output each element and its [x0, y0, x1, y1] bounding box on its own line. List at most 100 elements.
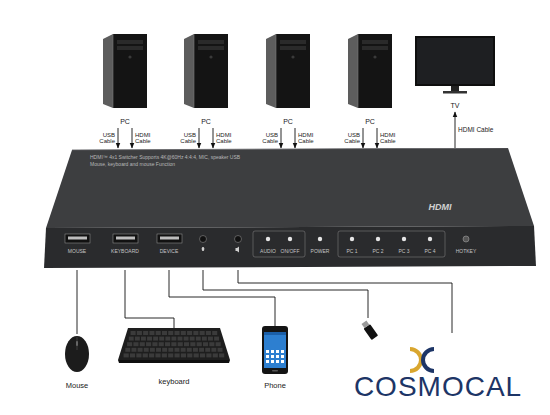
speaker-symbol	[236, 247, 240, 253]
key	[181, 331, 186, 335]
tv-screen	[417, 38, 493, 84]
key	[165, 342, 170, 346]
drive-bay	[280, 46, 306, 50]
push-button	[350, 237, 354, 241]
key	[214, 337, 219, 341]
button-label: PC 3	[398, 249, 409, 255]
key	[202, 337, 207, 341]
key	[171, 337, 176, 341]
device-name: TV	[451, 102, 460, 110]
cable-label: USB Cable	[175, 132, 196, 145]
device-name: PC	[283, 118, 293, 126]
hotkey-button	[463, 236, 469, 242]
switch-top-edge	[72, 148, 508, 150]
key	[200, 353, 205, 357]
key	[135, 337, 140, 341]
key	[218, 348, 223, 352]
button-label: ON/OFF	[281, 249, 300, 255]
audio-wire	[238, 270, 452, 333]
tv-neck	[451, 86, 459, 91]
status-bar	[264, 332, 286, 335]
button-label: PC 4	[424, 249, 435, 255]
device-name: PC	[365, 118, 375, 126]
key	[181, 353, 186, 357]
key	[187, 348, 192, 352]
key	[171, 342, 176, 346]
key	[125, 348, 130, 352]
port-label: MOUSE	[68, 249, 86, 255]
cable-line	[455, 112, 456, 148]
key	[168, 331, 173, 335]
pc-icon	[263, 34, 313, 110]
push-button	[376, 237, 380, 241]
key	[149, 353, 154, 357]
cable-label: USB Cable	[94, 132, 115, 145]
key	[133, 342, 138, 346]
port-label: KEYBOARD	[111, 249, 139, 255]
key	[205, 348, 210, 352]
device-name: PC	[201, 118, 211, 126]
key	[143, 353, 148, 357]
mouse-body	[65, 336, 89, 372]
key	[203, 342, 208, 346]
keyboard-icon	[118, 328, 230, 364]
key	[175, 353, 180, 357]
app-icon	[276, 350, 279, 353]
button-label: HOTKEY	[456, 249, 477, 255]
cable-line	[295, 128, 296, 148]
phone-screen	[264, 332, 286, 368]
device-name: Phone	[264, 382, 286, 391]
tower-edge	[358, 34, 359, 108]
button-label: AUDIO	[260, 249, 276, 255]
cable-label: HDMI Cable	[135, 132, 156, 145]
button-label: PC 1	[346, 249, 357, 255]
phone-node: Phone	[262, 326, 288, 392]
key	[156, 348, 161, 352]
key	[206, 353, 211, 357]
tower-front	[113, 34, 147, 108]
app-icon	[276, 355, 279, 358]
push-button	[266, 237, 270, 241]
pc-node: PC	[345, 34, 395, 128]
app-icon	[266, 355, 269, 358]
cable-label: HDMI Cable	[216, 132, 237, 145]
pc-icon	[100, 34, 150, 110]
port-label: DEVICE	[160, 249, 179, 255]
key	[193, 348, 198, 352]
app-icon	[281, 355, 284, 358]
key	[152, 342, 157, 346]
key	[162, 348, 167, 352]
tower-side	[348, 34, 358, 108]
tower-side	[184, 34, 194, 108]
key	[143, 331, 148, 335]
key	[141, 337, 146, 341]
key	[162, 331, 167, 335]
usb-port	[65, 234, 90, 243]
drive-bay	[117, 40, 143, 44]
key	[155, 353, 160, 357]
keyboard-body	[118, 328, 230, 360]
key	[193, 331, 198, 335]
pc-node: PC	[181, 34, 231, 128]
pc-icon	[345, 34, 395, 110]
audio-jack	[200, 236, 207, 243]
device-name: PC	[120, 118, 130, 126]
cable-label: USB Cable	[257, 132, 278, 145]
cable-label: USB Cable	[339, 132, 360, 145]
app-icon	[271, 360, 274, 363]
device-caption: HDMI™ 4x1 Switcher Supports 4K@60Hz 4:4:…	[90, 154, 245, 167]
tower-edge	[194, 34, 195, 108]
cable-line	[363, 128, 364, 148]
key	[150, 348, 155, 352]
logo-mark	[423, 349, 434, 371]
app-icon	[271, 350, 274, 353]
tower-front	[358, 34, 392, 108]
app-icon	[276, 360, 279, 363]
switch-front	[44, 226, 536, 268]
key	[138, 348, 143, 352]
cable-line	[125, 270, 174, 328]
key	[168, 353, 173, 357]
key	[181, 348, 186, 352]
home-button	[272, 370, 278, 372]
